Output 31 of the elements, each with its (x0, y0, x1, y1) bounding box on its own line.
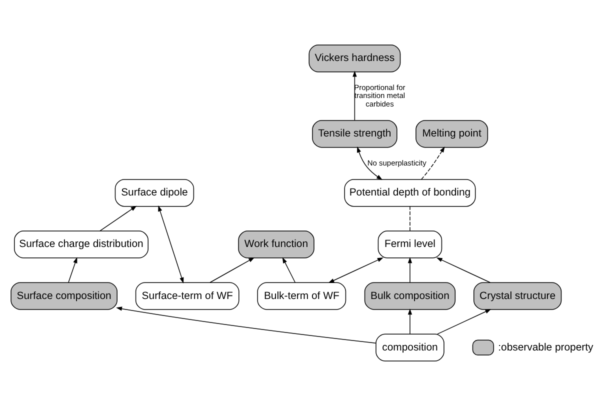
legend-label: :observable property (498, 342, 594, 354)
arrow (437, 309, 492, 334)
arrow (158, 205, 184, 284)
arrow (282, 257, 296, 283)
edge-label: No superplasticity (367, 158, 426, 168)
arrow (100, 206, 137, 232)
arrow (116, 306, 376, 344)
node-box: Surface dipole (114, 179, 194, 207)
node-box: Bulk-term of WF (257, 282, 346, 310)
node-box: Surface-term of WF (135, 282, 240, 310)
node-box: Melting point (416, 120, 488, 148)
arrow (328, 257, 384, 283)
node-box: Crystal structure (473, 282, 562, 310)
arrow (408, 308, 412, 334)
node-box: Vickers hardness (308, 44, 401, 72)
node-box: Tensile strength (312, 120, 398, 148)
node-box: Bulk composition (364, 282, 456, 310)
edge-label: Proportional for transition metal carbides (354, 82, 406, 108)
arrow (436, 257, 490, 283)
arrow (68, 257, 78, 283)
arrow (357, 146, 382, 180)
node-box: Potential depth of bonding (344, 179, 476, 207)
node-box: Fermi level (378, 230, 442, 258)
node-box: Surface charge distribution (14, 230, 148, 258)
node-box: Work function (238, 230, 314, 258)
arrow (421, 146, 445, 180)
node-box: Surface composition (10, 282, 118, 310)
node-box: composition (376, 334, 444, 362)
arrow (352, 70, 357, 121)
arrow (210, 257, 255, 283)
arrow (408, 257, 412, 283)
